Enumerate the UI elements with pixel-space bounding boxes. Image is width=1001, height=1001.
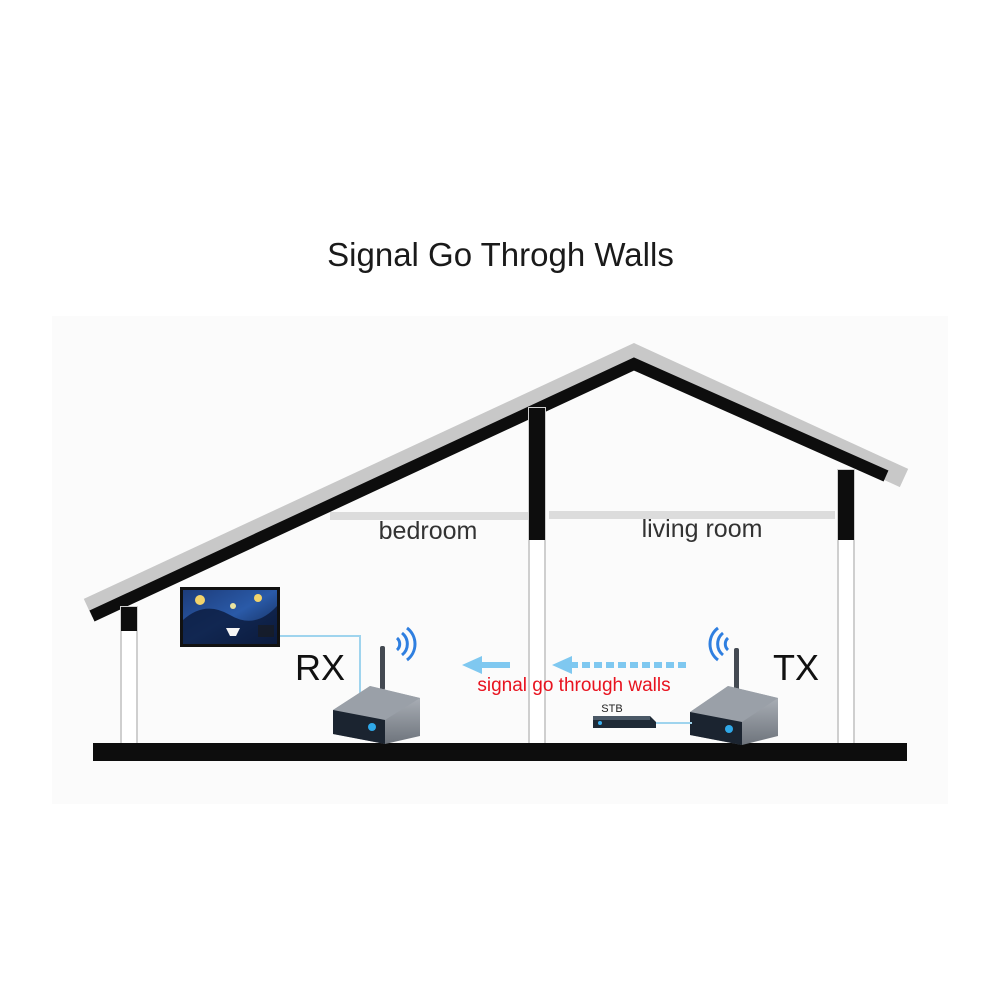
left-wall-top: [121, 607, 137, 631]
arrow-left-icon: [552, 656, 572, 674]
antenna-icon: [734, 648, 739, 690]
wifi-wave-icon: [708, 626, 730, 662]
bedroom-ceiling: [330, 512, 530, 520]
set-top-box: [593, 716, 656, 728]
arrow-left-icon: [462, 656, 482, 674]
receiver-device: [333, 646, 420, 744]
diagram-title: Signal Go Throgh Walls: [327, 236, 674, 273]
right-wall-top: [838, 470, 854, 540]
set-top-box-label: STB: [601, 703, 622, 715]
transmitter-label: TX: [773, 647, 819, 688]
floor: [93, 743, 907, 761]
transmitter-device: [690, 648, 778, 745]
wifi-wave-icon: [395, 626, 417, 662]
receiver-label: RX: [295, 647, 345, 688]
signal-caption: signal go through walls: [477, 675, 670, 696]
middle-wall-top: [529, 408, 545, 540]
living-room-ceiling: [549, 511, 835, 519]
room-label-bedroom: bedroom: [379, 517, 478, 545]
tv-screen: [180, 587, 280, 647]
roof-outline: [83, 342, 909, 618]
antenna-icon: [380, 646, 385, 690]
signal-arrow-left: [462, 656, 510, 674]
roof-beam: [89, 357, 889, 622]
tv-cable: [280, 635, 361, 700]
signal-arrow-right: [552, 656, 686, 674]
room-label-living-room: living room: [642, 515, 763, 543]
